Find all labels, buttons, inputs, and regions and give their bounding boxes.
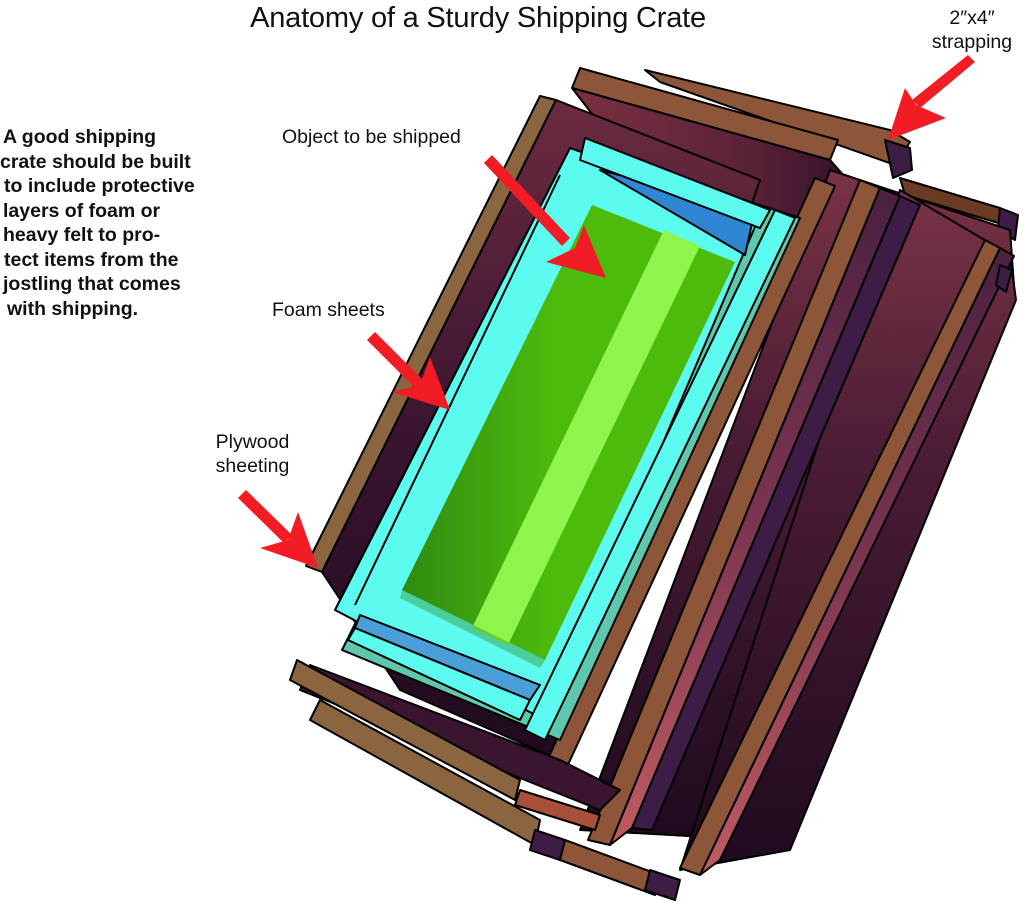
description-line: tect items from the <box>4 248 179 271</box>
description-line: with shipping. <box>7 297 139 320</box>
foam-label: Foam sheets <box>272 299 385 321</box>
arrows <box>238 55 975 568</box>
description-line: layers of foam or <box>3 199 161 222</box>
object-arrow-icon <box>484 155 606 278</box>
plywood-label: Plywood sheeting <box>200 430 305 478</box>
object-label: Object to be shipped <box>282 126 461 148</box>
description-line: jostling that comes <box>3 273 181 295</box>
strapping-label-line1: 2″x4″ <box>949 7 995 29</box>
description-line: heavy felt to pro- <box>3 224 161 246</box>
plywood-label-line1: Plywood <box>215 431 290 453</box>
plywood-label-line2: sheeting <box>215 455 290 477</box>
diagram-title: Anatomy of a Sturdy Shipping Crate <box>250 2 706 34</box>
description-line: to include protective <box>4 175 195 197</box>
description-line: crate should be built <box>0 150 191 173</box>
strapping-arrow-icon <box>888 55 975 140</box>
description-line: A good shipping <box>3 126 157 148</box>
strapping-label: 2″x4″ strapping <box>920 6 1024 54</box>
plywood-arrow-icon <box>238 490 318 568</box>
object-to-be-shipped <box>400 205 735 668</box>
bottom-strapping <box>289 659 681 901</box>
description-text: A good shipping crate should be built to… <box>0 125 243 321</box>
foam-arrow-icon <box>367 332 450 410</box>
strapping-label-line2: strapping <box>931 31 1013 53</box>
